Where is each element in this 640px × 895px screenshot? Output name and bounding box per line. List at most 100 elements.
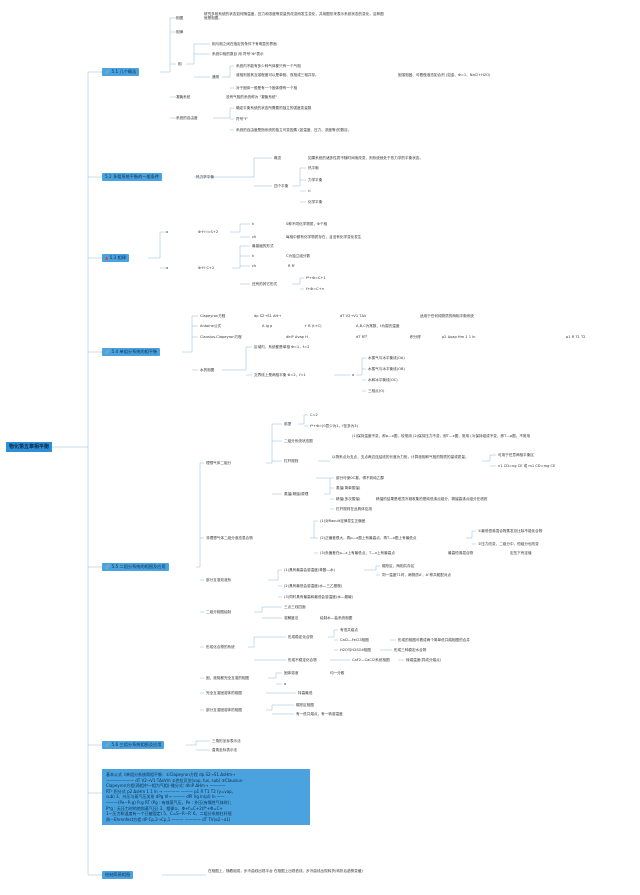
branch-5-4-node[interactable]: 🔗 5.4 单组分系统的相平衡 (102, 348, 161, 356)
branch-5-6-label: 5.6 三组分系统相图及应用 (111, 742, 162, 747)
premise-label: 前提 (284, 422, 292, 426)
unstable-i1: CaF2—CaCl2系统相图 (352, 658, 390, 662)
equilibrium-item: 化学平衡 (308, 200, 323, 204)
immiscible-label: 二组分相图绘制 (206, 610, 232, 614)
branch-draw-node[interactable]: 绘制简易相图 (102, 871, 134, 879)
branch-5-2-node[interactable]: 5.2 多相系统平衡的一般条件 (102, 173, 163, 181)
nonideal-i1: (1)对Raoult定律发生正偏差 (320, 519, 366, 523)
a1-formula: Φ·f·l·l=S+2 (198, 230, 219, 234)
homogeneous-label: 凝聚系统 (176, 95, 191, 99)
summary-line: 基本公式《单组分系统两相平衡：①Clapeyron方程 dp S2→S1 ΔsH… (106, 772, 236, 777)
phase-rule-label: 相律 (176, 30, 184, 34)
stable-i3: H2O与H2SO4相图 (340, 648, 371, 652)
lever-label: 杠杆规则 (284, 459, 299, 463)
other-form-2: f+Φ=C+n (306, 287, 324, 291)
part-solid-i2: 有一低共熔点，有一转溶温度 (296, 712, 343, 716)
phase-interface: 相与相之间在指定的条件下有明显的界面 (212, 42, 277, 46)
stable-i3-desc: 形成三种稳定水合物 (394, 648, 427, 652)
four-equilibria-label: 四个平衡 (274, 184, 289, 188)
general-form: 最普遍的形式 (252, 244, 274, 248)
thermo-equilibrium-label: 热力学平衡 (196, 175, 214, 179)
branch-5-1-node[interactable]: 🔗 5.1 几个概念 (102, 68, 140, 76)
fire-icon: ▲ (105, 255, 110, 260)
b6-i1: 三角形坐标表示法 (212, 739, 241, 743)
freedom-d2: 符号"f" (236, 117, 248, 121)
complete-label: 完全互溶固溶体的相图 (206, 691, 242, 695)
freedom-d1: 确定平衡系统的状态所需要的独立的强度变量数 (236, 106, 312, 110)
root-node[interactable]: 物化第五章相平衡 (6, 442, 53, 452)
compound-label: 形成化合物的系统 (206, 645, 235, 649)
branch-5-5-node[interactable]: 🔗 5.5 二组分系统的相图及应用 (102, 563, 169, 571)
summary-line: ———(Pe−Pᵥg) Pᵥg RT (Pg : 有效蒸气压，Pe : 外压(有… (106, 799, 234, 805)
lever-rule-2: n1 CD=ng CE 或 m1 CD=mg CE (498, 464, 556, 468)
branch-5-6-node[interactable]: 🔗 5.6 三组分系统相图及应用 (102, 741, 165, 749)
antoine-label: Antoine公式 (200, 324, 222, 328)
partial-i1: (1)具有最高会溶温度(苯酚—水) (284, 568, 336, 572)
premise-c1: C=2 (310, 413, 318, 417)
stable-i1: 有低共熔点 (340, 628, 358, 632)
partial-i3: (3)同时具有最高和最低会溶温度(水—烟碱) (284, 595, 353, 599)
a2-ch-sym: R R' (288, 264, 296, 268)
gas-phase: 系统内不能有多少种气体都只有一个气相 (236, 64, 301, 68)
usual-label: 通常 (212, 75, 220, 79)
cc-formula: dlnP Δvap H (286, 335, 308, 339)
nonideal-i3-desc: 最高恒沸混合物 (448, 551, 474, 555)
branch-5-1-label: 5.1 几个概念 (111, 69, 137, 74)
clapeyron-formula-2: dT V2→V1 TΔV (340, 314, 367, 318)
other-form-1: f*+Φ=C+1 (306, 276, 326, 280)
summary-line: P*g : 无压力时的饱和蒸气压) 3、相律①、Φ+f=C+2(f*+Φ=C+ (106, 805, 223, 811)
solid-phase: 对于固体一般是有一个固体便有一个相 (236, 86, 298, 90)
distill-i4: 杠杆规则在此具体应用 (336, 507, 372, 511)
freedom-label: 系统的自由度 (176, 116, 198, 120)
antoine-desc: A,B,C为常数，t为摄氏温度 (356, 324, 400, 328)
part-solid-i1: 帽形区相图 (296, 703, 314, 707)
unstable-compound-label: 形成不稳定化合物 (288, 658, 317, 662)
summary-line: Clapeyron方程(两相中一相为气相)-微分式: dlnP ΔHm→ ———… (106, 783, 226, 789)
partial-i1a: 帽形区，两相共存区 (382, 564, 415, 568)
link-icon: 🔗 (105, 742, 112, 747)
liquid-phase: 液相则按其互溶程度可以是单相、双相或三相共存。 (236, 73, 319, 77)
summary-line: 则—Ehrenfest方程 dP Cp,2→Cp,1 ——— ———— dT T… (106, 816, 231, 822)
solid-solution-i1: 固体溶液 (284, 671, 299, 675)
antoine-formula-2: + B (t+C) (304, 324, 322, 328)
draw-desc: 在相图上，随着组成，步冷曲线出现平台 在相图上出现低线，步冷曲线出现转折(转折后… (208, 869, 363, 873)
a2-ch: ch (252, 264, 257, 268)
distill-i2: 蒸馏(简单蒸馏) (336, 486, 361, 490)
stable-compound-label: 形成稳定化合物 (288, 635, 314, 639)
branch-5-3-node[interactable]: ▲ 5.3 相律 (102, 254, 129, 262)
a1-k-desc: S种不同化学物质，Φ个相 (286, 222, 328, 226)
clapeyron-desc: 适用于任何纯物质的两相平衡系统 (420, 314, 474, 318)
formula-summary-box[interactable]: 基本公式《单组分系统两相平衡：①Clapeyron方程 dp S2→S1 ΔsH… (102, 769, 310, 826)
lever-desc: 以物系点为支点，支点两边连结线的长度为力矩，计算液相和气相的物质的量或质量。 (332, 455, 469, 459)
a1-symbol: a (166, 230, 169, 234)
link-icon: 🔗 (105, 349, 112, 354)
nonideal-i3: (3)负偏差在p—x上有最低点，T—x上有最高点 (320, 551, 395, 555)
complete-i1: 特高最低 (298, 691, 313, 695)
water-line: 水蒸气与冰平衡线(OA) (368, 356, 405, 360)
water-cross: 交界线上是两相平衡 Φ=2，f=1 (254, 373, 306, 377)
equilibrium-item: 热平衡 (308, 166, 319, 170)
a2-symbol: a (166, 266, 169, 270)
summary-line: 1—压力和温度有一个已被固定) 5、C=S−R−R′ 6、二组分系统杠杆规 (106, 811, 232, 817)
solid-note: 固溶相固、可看做液态如合剂 (如金、Φ=1，NaCl+H2O) (398, 73, 491, 77)
partial-i2: (2)具有最低会溶温度(水—三乙基胺) (284, 584, 343, 588)
antoine-formula: A lg p (262, 324, 273, 328)
distill-i3-desc: 精馏的结果是塔顶冷凝收集的是纯低沸点组分，精馏高沸点组分在塔底 (376, 497, 488, 501)
unstable-i1-desc: 转熔温度(异成分熔点) (406, 658, 442, 662)
solid-solution-label: 固、液相都完全互溶的相图 (206, 676, 250, 680)
freedom-d3: 系统的自由度是指系统的独立可变因素 (如温度、压力、浓度等)的数目。 (236, 128, 352, 132)
solid-solution-i2: a (284, 682, 287, 686)
water-line: 水蒸气与冰平衡线(OB) (368, 367, 405, 371)
nonideal-i2a: ①最低恒沸混合物蒸发总比除不能化合物 (478, 529, 543, 533)
a1-ch-desc: 每相中都有化学物质存在，且没有化学变化发生 (286, 235, 362, 239)
link-icon: 🔗 (105, 564, 112, 569)
stable-i2: CaCl—FeCl3相图 (340, 638, 369, 642)
nonideal-i2b: ②压力改变，二组分中，恒组分也改变 (478, 542, 539, 546)
cc-formula-3: p2 Δvap Hm 1 1 ln (442, 335, 476, 339)
lever-rule-1: 可用于任意两相平衡区 (498, 453, 534, 457)
premise-c2: f*+Φ=(0意少为1，f至多为3) (310, 424, 358, 428)
solid-solution-i1-desc: 均一分散 (330, 671, 345, 675)
phase-diagram-desc: 研究多相系统的状态如何随温度，压力和浓度等变量的改变而发生变化，并用图形来表示系… (204, 12, 384, 21)
homogeneous-desc: 没有气相的系统称为 "凝聚系统" (226, 95, 278, 99)
